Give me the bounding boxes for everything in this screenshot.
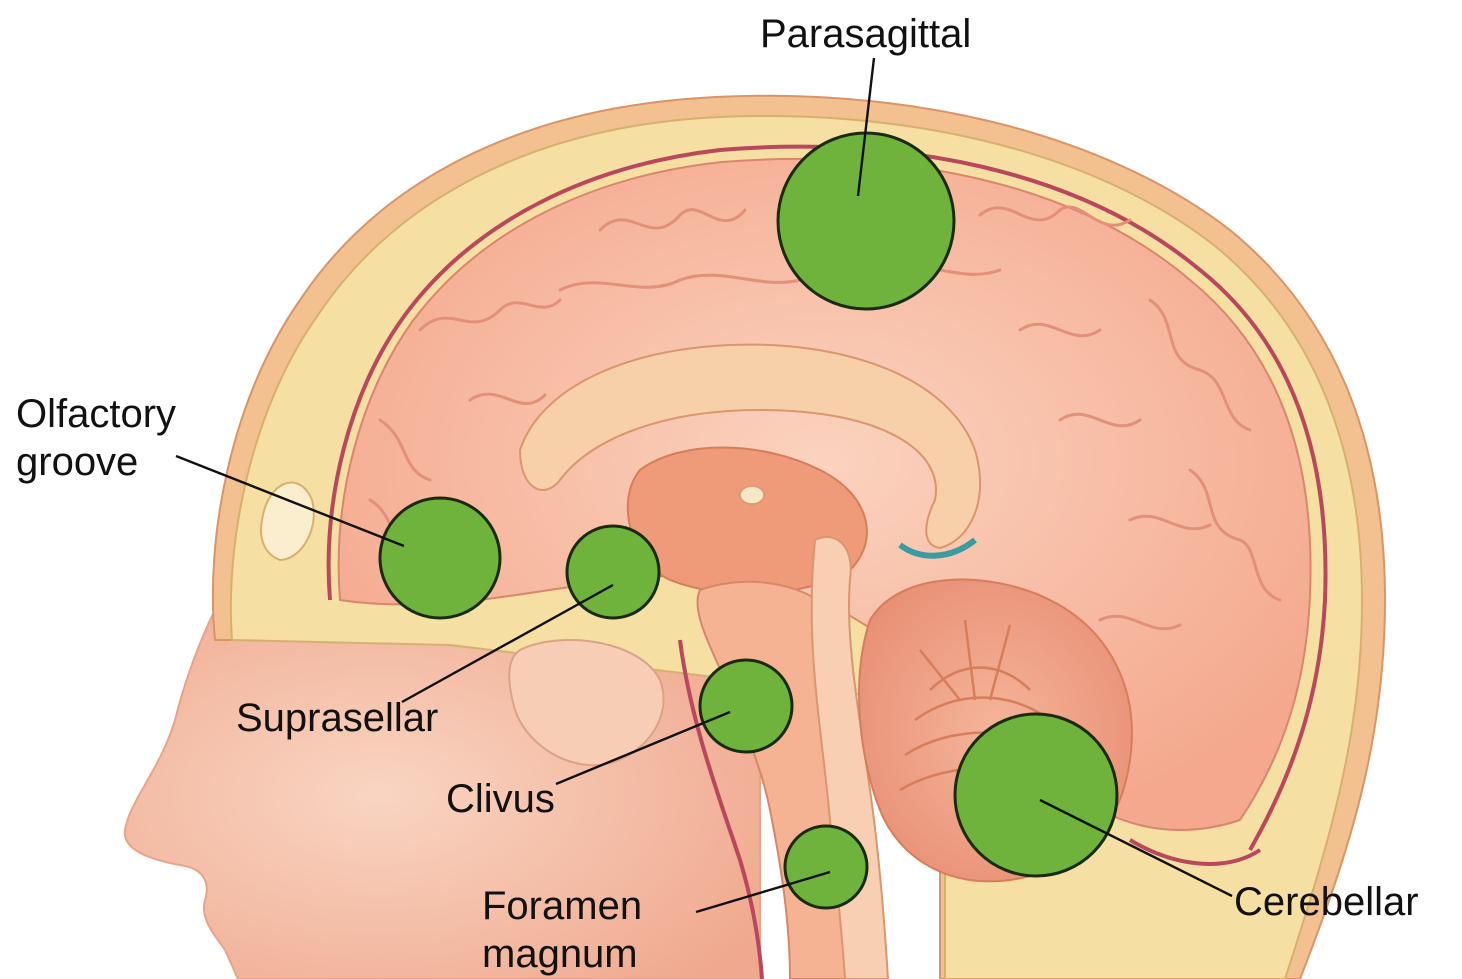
label-foramen-line2: magnum [482,930,642,978]
tumor-olfactory-groove [380,498,500,618]
pineal-body [740,486,764,504]
label-foramen-magnum: Foramen magnum [482,882,642,978]
label-parasagittal: Parasagittal [760,10,971,58]
tumor-clivus [700,660,792,752]
label-clivus: Clivus [446,775,555,823]
tumor-cerebellar [955,714,1117,876]
label-parasagittal-text: Parasagittal [760,12,971,56]
label-olfactory-groove: Olfactory groove [16,390,176,486]
tumor-parasagittal [778,133,954,309]
label-cerebellar-text: Cerebellar [1234,880,1419,924]
label-olfactory-line2: groove [16,438,176,486]
label-clivus-text: Clivus [446,777,555,821]
label-suprasellar: Suprasellar [236,694,438,742]
label-suprasellar-text: Suprasellar [236,696,438,740]
label-olfactory-line1: Olfactory [16,390,176,438]
label-foramen-line1: Foramen [482,882,642,930]
label-cerebellar: Cerebellar [1234,878,1419,926]
tumor-foramen-magnum [785,826,867,908]
